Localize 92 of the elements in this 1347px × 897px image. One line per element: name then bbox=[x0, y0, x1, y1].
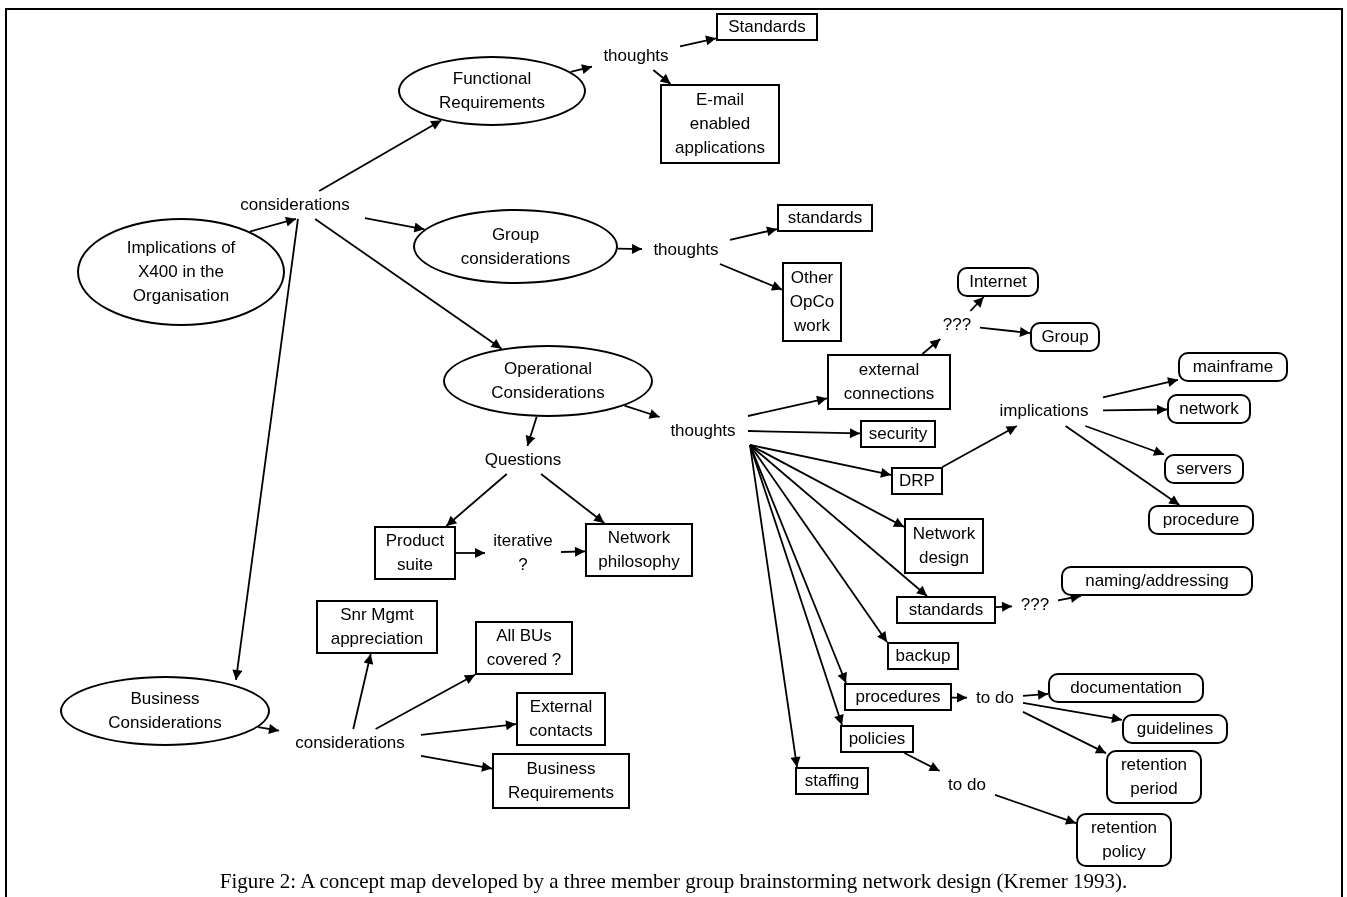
concept-box: Standards bbox=[716, 13, 818, 41]
arrow bbox=[257, 724, 280, 734]
concept-box: E-mail enabled applications bbox=[660, 84, 780, 164]
linking-phrase: to do bbox=[942, 773, 992, 797]
arrow bbox=[1102, 404, 1168, 415]
concept-box: Network design bbox=[904, 518, 984, 574]
arrow bbox=[352, 653, 374, 730]
rounded-box: Internet bbox=[957, 267, 1039, 297]
concept-ellipse: Business Considerations bbox=[60, 676, 270, 746]
concept-ellipse: Group considerations bbox=[413, 209, 618, 284]
concept-box: External contacts bbox=[516, 692, 606, 746]
rounded-box: retention period bbox=[1106, 750, 1202, 804]
figure-caption: Figure 2: A concept map developed by a three member group brainstorming network design (Kremer 1993). bbox=[218, 868, 1129, 894]
concept-ellipse: Implications of X400 in the Organisation bbox=[77, 218, 285, 326]
linking-phrase: thoughts bbox=[645, 238, 727, 262]
rounded-box: documentation bbox=[1048, 673, 1204, 703]
arrow bbox=[679, 35, 717, 48]
arrow bbox=[445, 473, 508, 527]
arrow bbox=[455, 548, 486, 558]
arrow bbox=[560, 546, 586, 557]
arrow bbox=[1022, 689, 1049, 700]
arrow bbox=[1102, 377, 1179, 399]
arrow bbox=[747, 395, 828, 417]
linking-phrase: implications bbox=[988, 398, 1100, 424]
arrow bbox=[749, 444, 905, 528]
rounded-box: naming/addressing bbox=[1061, 566, 1253, 596]
concept-box: All BUs covered ? bbox=[475, 621, 573, 675]
rounded-box: Group bbox=[1030, 322, 1100, 352]
arrow bbox=[994, 793, 1077, 825]
rounded-box: network bbox=[1167, 394, 1251, 424]
concept-box: Snr Mgmt appreciation bbox=[316, 600, 438, 654]
arrow bbox=[749, 444, 844, 726]
concept-box: DRP bbox=[891, 467, 943, 495]
arrow bbox=[995, 601, 1013, 612]
linking-phrase: considerations bbox=[282, 731, 418, 755]
arrow bbox=[749, 444, 847, 684]
linking-phrase: iterative ? bbox=[488, 528, 558, 578]
arrow bbox=[729, 226, 778, 241]
arrow bbox=[951, 692, 968, 703]
arrow bbox=[747, 428, 861, 439]
arrow bbox=[420, 720, 517, 736]
linking-phrase: ??? bbox=[1015, 593, 1055, 617]
linking-phrase: ??? bbox=[937, 313, 977, 337]
arrow bbox=[941, 425, 1018, 468]
arrow bbox=[652, 69, 672, 85]
rounded-box: procedure bbox=[1148, 505, 1254, 535]
concept-box: standards bbox=[896, 596, 996, 624]
concept-ellipse: Operational Considerations bbox=[443, 345, 653, 417]
arrow bbox=[903, 752, 941, 772]
arrow bbox=[749, 444, 801, 768]
arrow bbox=[1064, 425, 1181, 506]
arrow bbox=[569, 64, 593, 74]
concept-box: procedures bbox=[844, 683, 952, 711]
arrow bbox=[420, 754, 493, 772]
concept-box: Other OpCo work bbox=[782, 262, 842, 342]
concept-ellipse: Functional Requirements bbox=[398, 56, 586, 126]
arrow bbox=[1022, 701, 1123, 724]
rounded-box: servers bbox=[1164, 454, 1244, 484]
arrow bbox=[719, 263, 783, 291]
arrow bbox=[1022, 711, 1107, 755]
arrow bbox=[364, 217, 426, 233]
concept-box: staffing bbox=[795, 767, 869, 795]
arrow bbox=[969, 296, 985, 312]
concept-box: Network philosophy bbox=[585, 523, 693, 577]
linking-phrase: to do bbox=[970, 686, 1020, 710]
arrow bbox=[921, 338, 942, 355]
concept-box: Product suite bbox=[374, 526, 456, 580]
arrow bbox=[616, 243, 643, 254]
arrow bbox=[623, 404, 661, 419]
linking-phrase: considerations bbox=[228, 193, 362, 217]
arrow bbox=[749, 444, 928, 597]
arrow bbox=[248, 216, 297, 233]
rounded-box: guidelines bbox=[1122, 714, 1228, 744]
linking-phrase: thoughts bbox=[662, 419, 744, 443]
arrow bbox=[318, 119, 443, 192]
concept-box: policies bbox=[840, 725, 914, 753]
concept-box: backup bbox=[887, 642, 959, 670]
arrow bbox=[374, 673, 476, 730]
concept-box: Business Requirements bbox=[492, 753, 630, 809]
linking-phrase: Questions bbox=[475, 448, 571, 472]
arrow bbox=[1057, 593, 1082, 603]
arrow bbox=[749, 444, 892, 478]
arrow bbox=[979, 326, 1031, 337]
concept-box: standards bbox=[777, 204, 873, 232]
concept-box: external connections bbox=[827, 354, 951, 410]
concept-box: security bbox=[860, 420, 936, 448]
linking-phrase: thoughts bbox=[595, 44, 677, 68]
rounded-box: retention policy bbox=[1076, 813, 1172, 867]
arrow bbox=[540, 473, 606, 524]
arrow bbox=[525, 415, 538, 447]
arrow bbox=[1084, 425, 1165, 456]
rounded-box: mainframe bbox=[1178, 352, 1288, 382]
